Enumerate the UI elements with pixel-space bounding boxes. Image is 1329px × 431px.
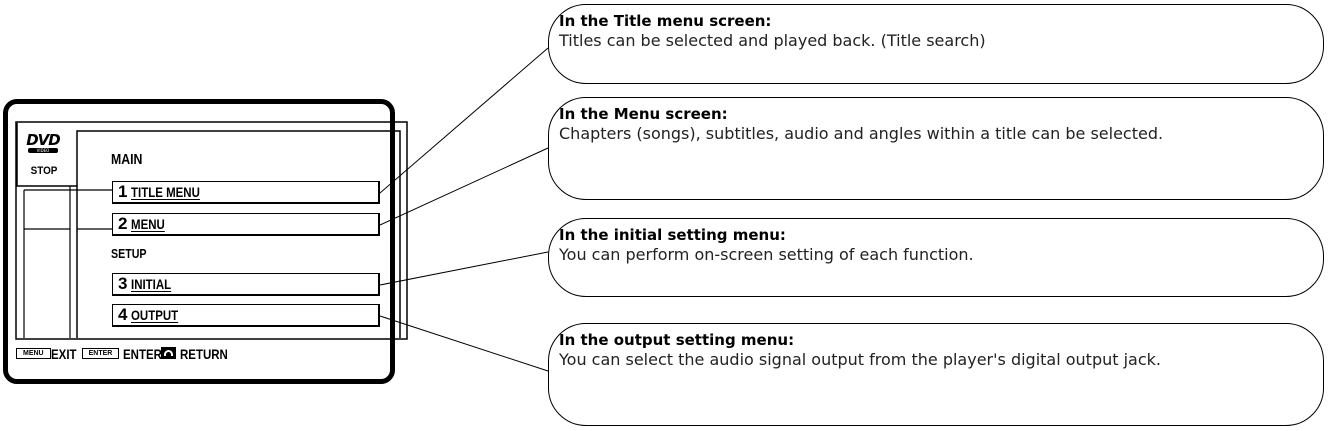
callout-body: You can perform on-screen setting of eac… bbox=[559, 245, 974, 264]
tv-screen bbox=[3, 99, 395, 384]
menu-item-number: 1 bbox=[118, 182, 128, 201]
menu-item-label: INITIAL bbox=[131, 276, 172, 292]
callout-title: In the Title menu screen: bbox=[559, 12, 772, 30]
menu-item-number: 4 bbox=[118, 305, 128, 324]
exit-label: EXIT bbox=[50, 346, 77, 362]
dvd-logo: DVD VIDEO bbox=[24, 133, 62, 153]
menu-item-label: MENU bbox=[131, 216, 166, 232]
return-label: RETURN bbox=[179, 346, 228, 362]
dvd-logo-video: VIDEO bbox=[28, 148, 58, 153]
menu-item-label: TITLE MENU bbox=[131, 184, 201, 200]
callout-menu: In the Menu screen: Chapters (songs), su… bbox=[548, 97, 1324, 200]
return-icon bbox=[160, 347, 176, 360]
section-heading-main: MAIN bbox=[111, 151, 143, 168]
callout-body: You can select the audio signal output f… bbox=[559, 350, 1162, 369]
callout-body: Chapters (songs), subtitles, audio and a… bbox=[559, 124, 1164, 143]
callout-title: In the initial setting menu: bbox=[559, 226, 786, 244]
enter-key: ENTER bbox=[81, 347, 120, 359]
dvd-logo-text: DVD bbox=[26, 131, 61, 149]
menu-item-number: 3 bbox=[118, 274, 128, 293]
menu-panel-outline bbox=[15, 121, 408, 340]
section-heading-setup: SETUP bbox=[111, 246, 147, 261]
callout-body: Titles can be selected and played back. … bbox=[559, 31, 986, 50]
callout-output: In the output setting menu: You can sele… bbox=[548, 323, 1324, 426]
status-label: STOP bbox=[30, 165, 58, 177]
callout-title-menu: In the Title menu screen: Titles can be … bbox=[548, 4, 1324, 84]
callout-title: In the Menu screen: bbox=[559, 105, 728, 123]
menu-key: MENU bbox=[16, 347, 51, 359]
enter-label: ENTER bbox=[123, 346, 163, 362]
menu-item-number: 2 bbox=[118, 214, 128, 233]
callout-initial: In the initial setting menu: You can per… bbox=[548, 218, 1324, 297]
callout-title: In the output setting menu: bbox=[559, 331, 795, 349]
menu-item-label: OUTPUT bbox=[131, 307, 179, 323]
